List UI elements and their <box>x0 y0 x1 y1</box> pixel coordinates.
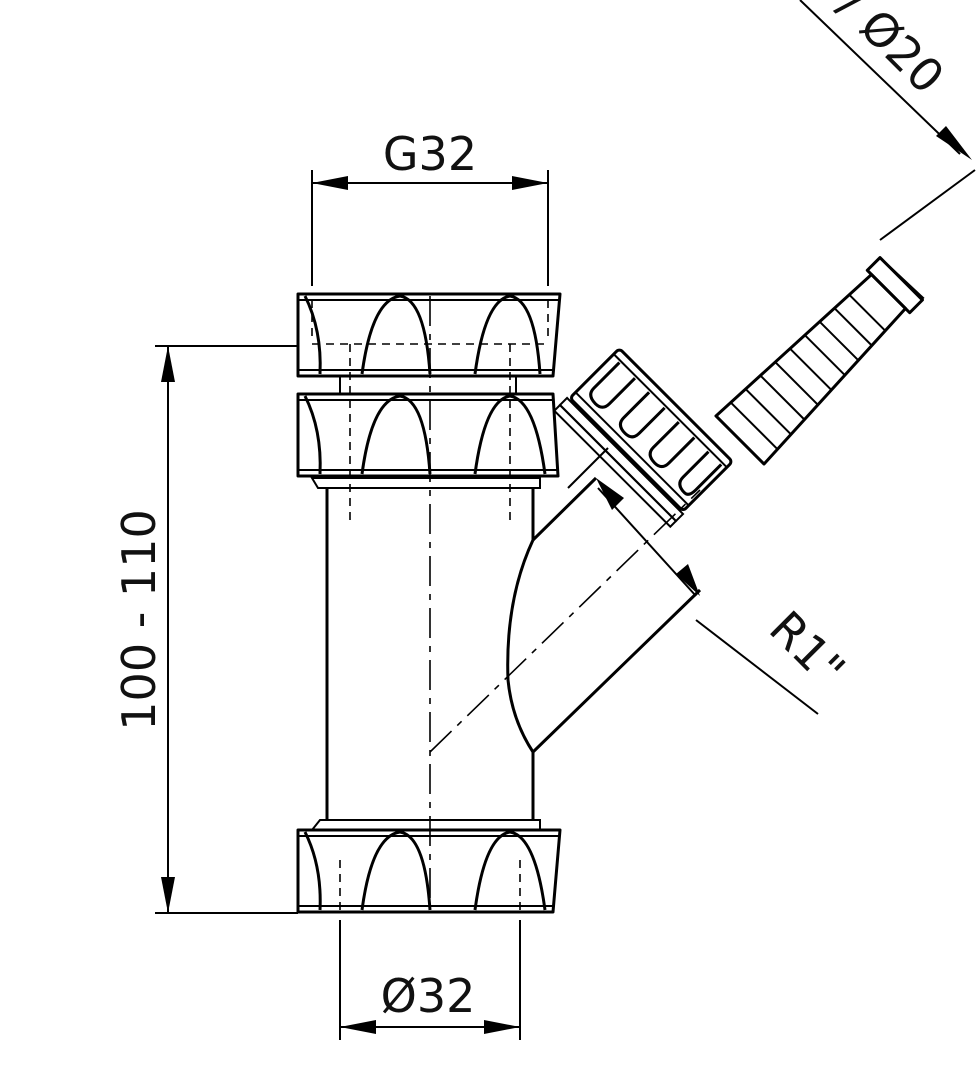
dimension-diameter-32: Ø32 <box>339 920 521 1040</box>
dimension-height: 100 - 110 <box>112 345 298 914</box>
label-r1: R1" <box>759 600 855 696</box>
label-g32: G32 <box>383 127 477 181</box>
corrugated-hose <box>714 256 925 466</box>
side-branch <box>429 476 702 754</box>
label-height-range: 100 - 110 <box>112 509 166 730</box>
dimension-hose-diameter: / Ø20 <box>799 0 976 241</box>
bottom-nut <box>296 828 562 914</box>
side-nut <box>552 348 733 529</box>
top-nut-lower <box>296 344 560 520</box>
siphon-body <box>309 296 541 910</box>
dimension-r1: R1" <box>567 447 856 715</box>
top-nut-upper <box>296 292 562 378</box>
dimension-g32: G32 <box>311 127 549 286</box>
label-diameter-32: Ø32 <box>381 969 476 1023</box>
